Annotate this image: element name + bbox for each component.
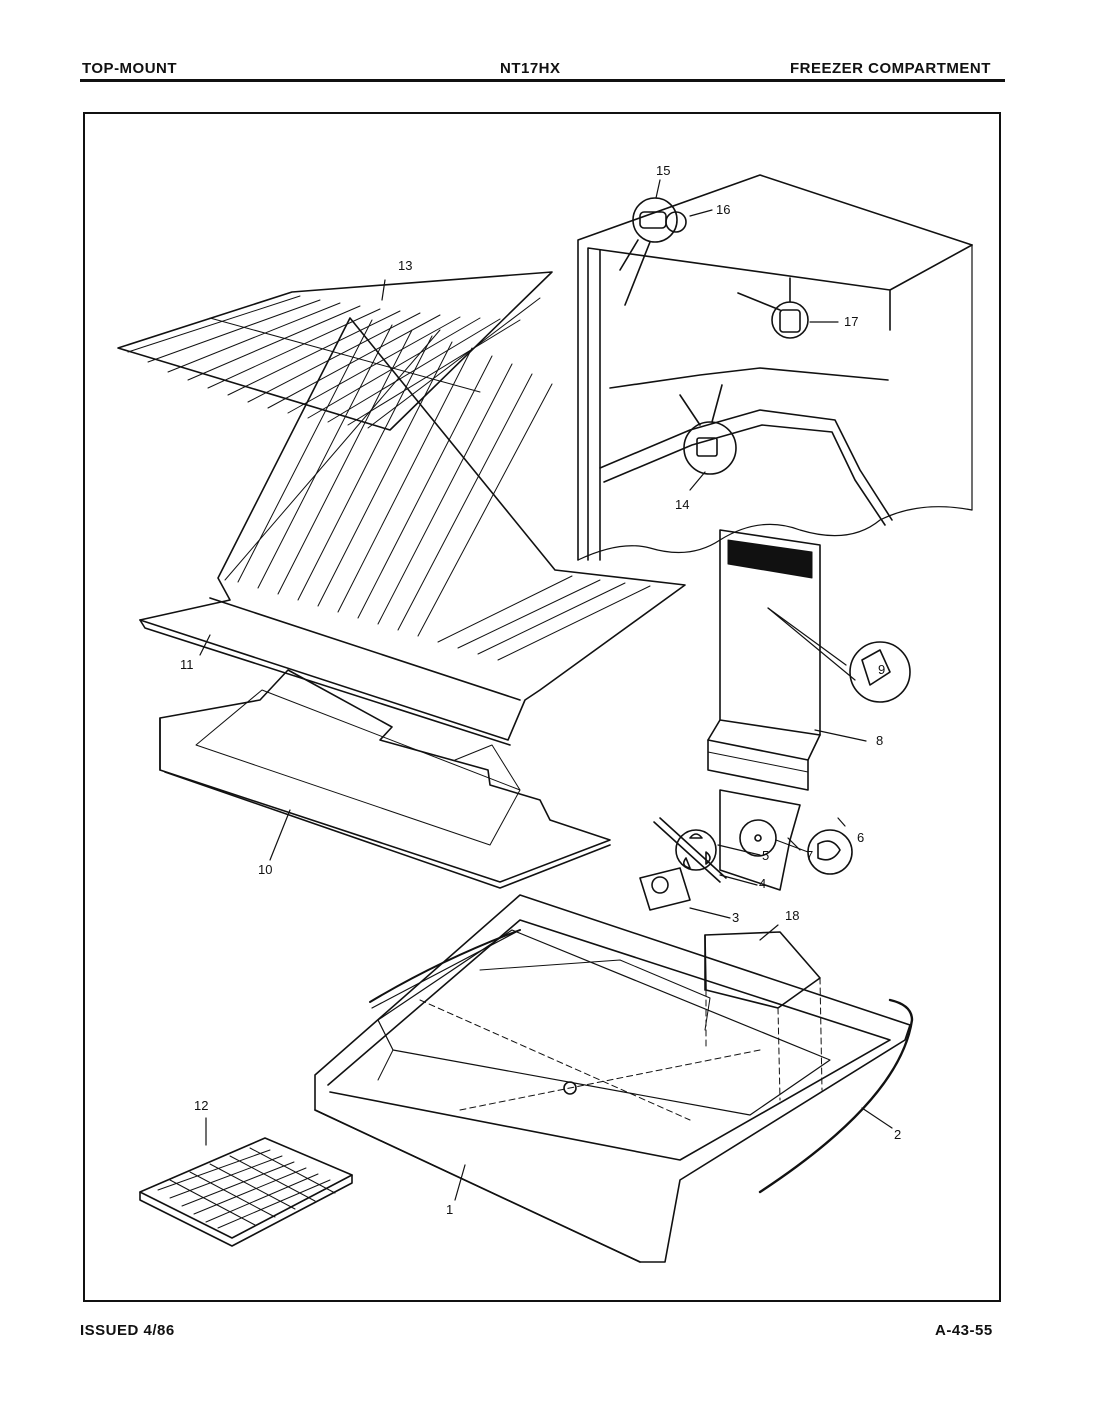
bottom-panel <box>159 669 611 889</box>
callout-11: 11 <box>180 657 194 672</box>
callout-7: 7 <box>806 848 814 863</box>
freezer-shelf-cover <box>139 317 686 746</box>
callout-14: 14 <box>675 497 690 512</box>
header-section-title: FREEZER COMPARTMENT <box>790 60 991 77</box>
callout-16: 16 <box>716 202 731 217</box>
callout-8: 8 <box>876 733 884 748</box>
callout-10: 10 <box>258 862 273 877</box>
leader-lines <box>199 179 893 1201</box>
fan-motor-assembly <box>639 817 727 911</box>
fan-bracket <box>719 789 853 891</box>
header-model-type: TOP-MOUNT <box>82 60 178 77</box>
air-duct <box>707 529 911 791</box>
diagram-frame <box>83 112 1001 1302</box>
callout-12: 12 <box>194 1098 209 1113</box>
header-rule <box>80 79 1005 82</box>
freezer-cabinet <box>577 174 973 561</box>
gasket-strip <box>369 929 914 1194</box>
callout-3: 3 <box>732 910 740 925</box>
callout-5: 5 <box>762 848 770 863</box>
ice-cube-tray <box>139 1137 353 1247</box>
callout-4: 4 <box>759 876 767 891</box>
freezer-liner-pan <box>314 894 911 1263</box>
callout-1: 1 <box>446 1202 454 1217</box>
callout-6: 6 <box>857 830 865 845</box>
callout-9: 9 <box>878 662 886 677</box>
header-model-number: NT17HX <box>500 60 561 77</box>
footer-page-code: A-43-55 <box>935 1322 993 1339</box>
callout-2: 2 <box>894 1127 902 1142</box>
wire-shelf <box>117 271 553 431</box>
callout-17: 17 <box>844 314 859 329</box>
footer-issue-date: ISSUED 4/86 <box>80 1322 175 1339</box>
callout-13: 13 <box>398 258 413 273</box>
callout-15: 15 <box>656 163 671 178</box>
callout-18: 18 <box>785 908 800 923</box>
